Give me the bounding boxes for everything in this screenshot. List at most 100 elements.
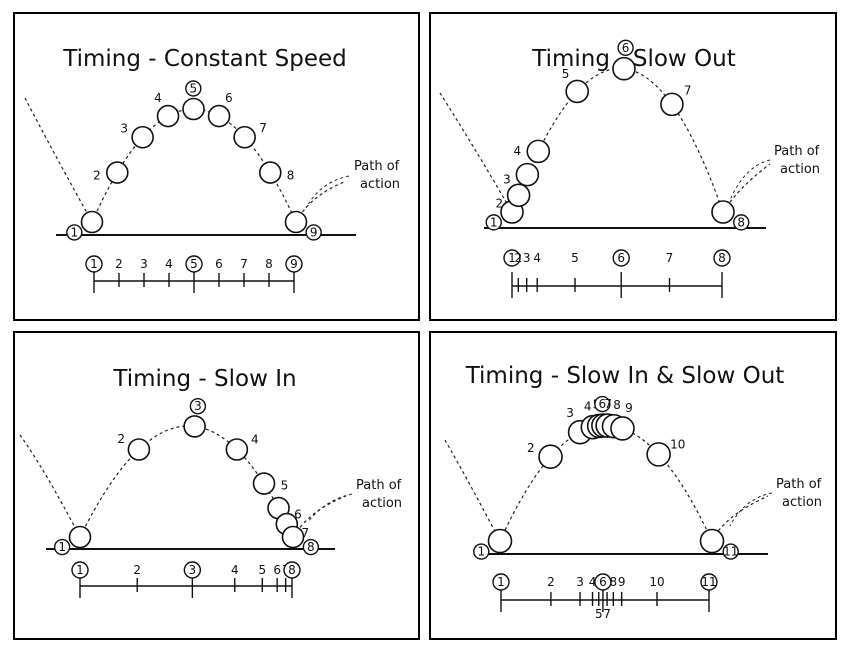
timing-tick-label: 4: [589, 575, 597, 589]
keyframe-ring-icon: [594, 573, 612, 591]
keyframe-ring-icon: [713, 249, 731, 267]
ball-frame-5: [252, 472, 276, 495]
timing-tick-label: 9: [618, 575, 626, 589]
ball-frame-label: 3: [194, 399, 202, 413]
timing-tick-label: 4: [231, 563, 239, 577]
panel-frame: [13, 331, 420, 640]
timing-tick-label: 1: [90, 257, 98, 271]
timing-tick-label: 8: [288, 563, 296, 577]
timing-tick-label: 7: [240, 257, 248, 271]
ball-frame-label: 5: [281, 478, 289, 492]
timing-tick-label: 8: [265, 257, 273, 271]
ball-frame-label: 2: [93, 168, 101, 182]
ball-frame-label: 8: [287, 168, 295, 182]
keyframe-ring-icon: [722, 543, 739, 560]
keyframe-ring-icon: [594, 395, 611, 413]
keyframe-ring-icon: [302, 538, 320, 556]
ball-frame-7: [660, 92, 684, 117]
timing-tick-label: 1: [497, 575, 505, 589]
ball-frame-label: 1: [71, 225, 79, 239]
path-of-action-leader: [305, 175, 350, 209]
ball-frame-label: 11: [723, 545, 738, 559]
keyframe-ring-icon: [492, 573, 510, 591]
path-of-action-label-line-2: action: [782, 495, 822, 510]
ball-frame-1: [487, 528, 513, 554]
timing-tick-label: 5: [190, 257, 198, 271]
path-of-action-label-line-1: Path of: [776, 477, 822, 492]
ball-frame-11: [699, 528, 725, 554]
ball-frame-10: [646, 442, 671, 467]
ball-frame-6: [612, 56, 636, 81]
timing-tick-label: 2: [115, 257, 123, 271]
panel-slow-in: Timing - Slow In Path of action 12345678…: [13, 331, 420, 640]
ball-frame-3: [183, 415, 206, 438]
keyframe-ring-icon: [85, 255, 103, 273]
panel-frame: [13, 12, 420, 321]
path-of-action-leader: [729, 159, 771, 201]
keyframe-ring-icon: [71, 561, 89, 579]
ball-frame-7: [233, 125, 256, 149]
ball-frame-5: [182, 97, 205, 121]
keyframe-ring-icon: [473, 543, 490, 560]
ball-frame-label: 8: [613, 398, 621, 412]
entry-path: [439, 92, 513, 213]
ball-frame-label: 4: [154, 91, 162, 105]
ball-frame-label: 4: [584, 399, 592, 413]
ball-frame-label: 6: [599, 397, 607, 411]
ball-frame-label: 5: [562, 67, 570, 81]
path-of-action-label-line-2: action: [362, 496, 402, 511]
panel-slow-out: Timing - Slow Out Path of action 1234567…: [429, 12, 837, 321]
timing-tick-label: 7: [666, 251, 674, 265]
ball-frame-6: [207, 104, 231, 128]
keyframe-ring-icon: [183, 561, 202, 579]
ball-frame-5: [565, 79, 589, 104]
keyframe-ring-icon: [189, 397, 207, 415]
ball-frame-label: 7: [684, 84, 692, 98]
path-of-action-label-line-1: Path of: [356, 478, 402, 493]
ball-frame-1: [68, 525, 92, 549]
ball-frame-4: [156, 104, 180, 128]
ball-frame-label: 2: [117, 432, 125, 446]
ball-frame-1: [80, 210, 104, 234]
path-of-action-label-line-2: action: [360, 177, 400, 192]
keyframe-ring-icon: [185, 255, 203, 273]
timing-tick-label: 2: [547, 575, 555, 589]
timing-tick-label: 10: [649, 575, 664, 589]
panel-title: Timing - Slow In: [112, 366, 296, 392]
timing-tick-label: 7: [603, 607, 611, 621]
timing-tick-label: 3: [523, 251, 531, 265]
entry-path: [19, 434, 81, 538]
path-of-action-leader: [307, 493, 353, 523]
ball-frame-label: 6: [294, 508, 302, 522]
timing-tick-label: 1: [76, 563, 84, 577]
ball-frame-label: 2: [527, 441, 535, 455]
ball-frame-label: 3: [503, 173, 511, 187]
ball-frame-label: 4: [513, 144, 521, 158]
entry-path: [24, 97, 93, 223]
ball-frame-3: [515, 162, 540, 187]
timing-tick-label: 8: [718, 251, 726, 265]
exit-path: [722, 163, 771, 213]
ball-frame-label: 1: [490, 215, 498, 229]
timing-tick-label: 4: [533, 251, 541, 265]
ball-frame-9: [610, 416, 635, 441]
ball-frame-8: [258, 161, 282, 184]
ball-frame-label: 3: [120, 121, 128, 135]
keyframe-ring-icon: [185, 80, 202, 97]
ball-frame-label: 10: [670, 438, 685, 452]
path-of-action-label-line-1: Path of: [774, 144, 820, 159]
ball-frame-3: [131, 125, 154, 149]
timing-tick-label: 5: [258, 563, 266, 577]
ball-frame-8: [711, 200, 735, 224]
keyframe-ring-icon: [617, 39, 634, 56]
keyframe-ring-icon: [283, 561, 301, 579]
keyframe-ring-icon: [700, 573, 718, 591]
timing-tick-label: 3: [140, 257, 148, 271]
